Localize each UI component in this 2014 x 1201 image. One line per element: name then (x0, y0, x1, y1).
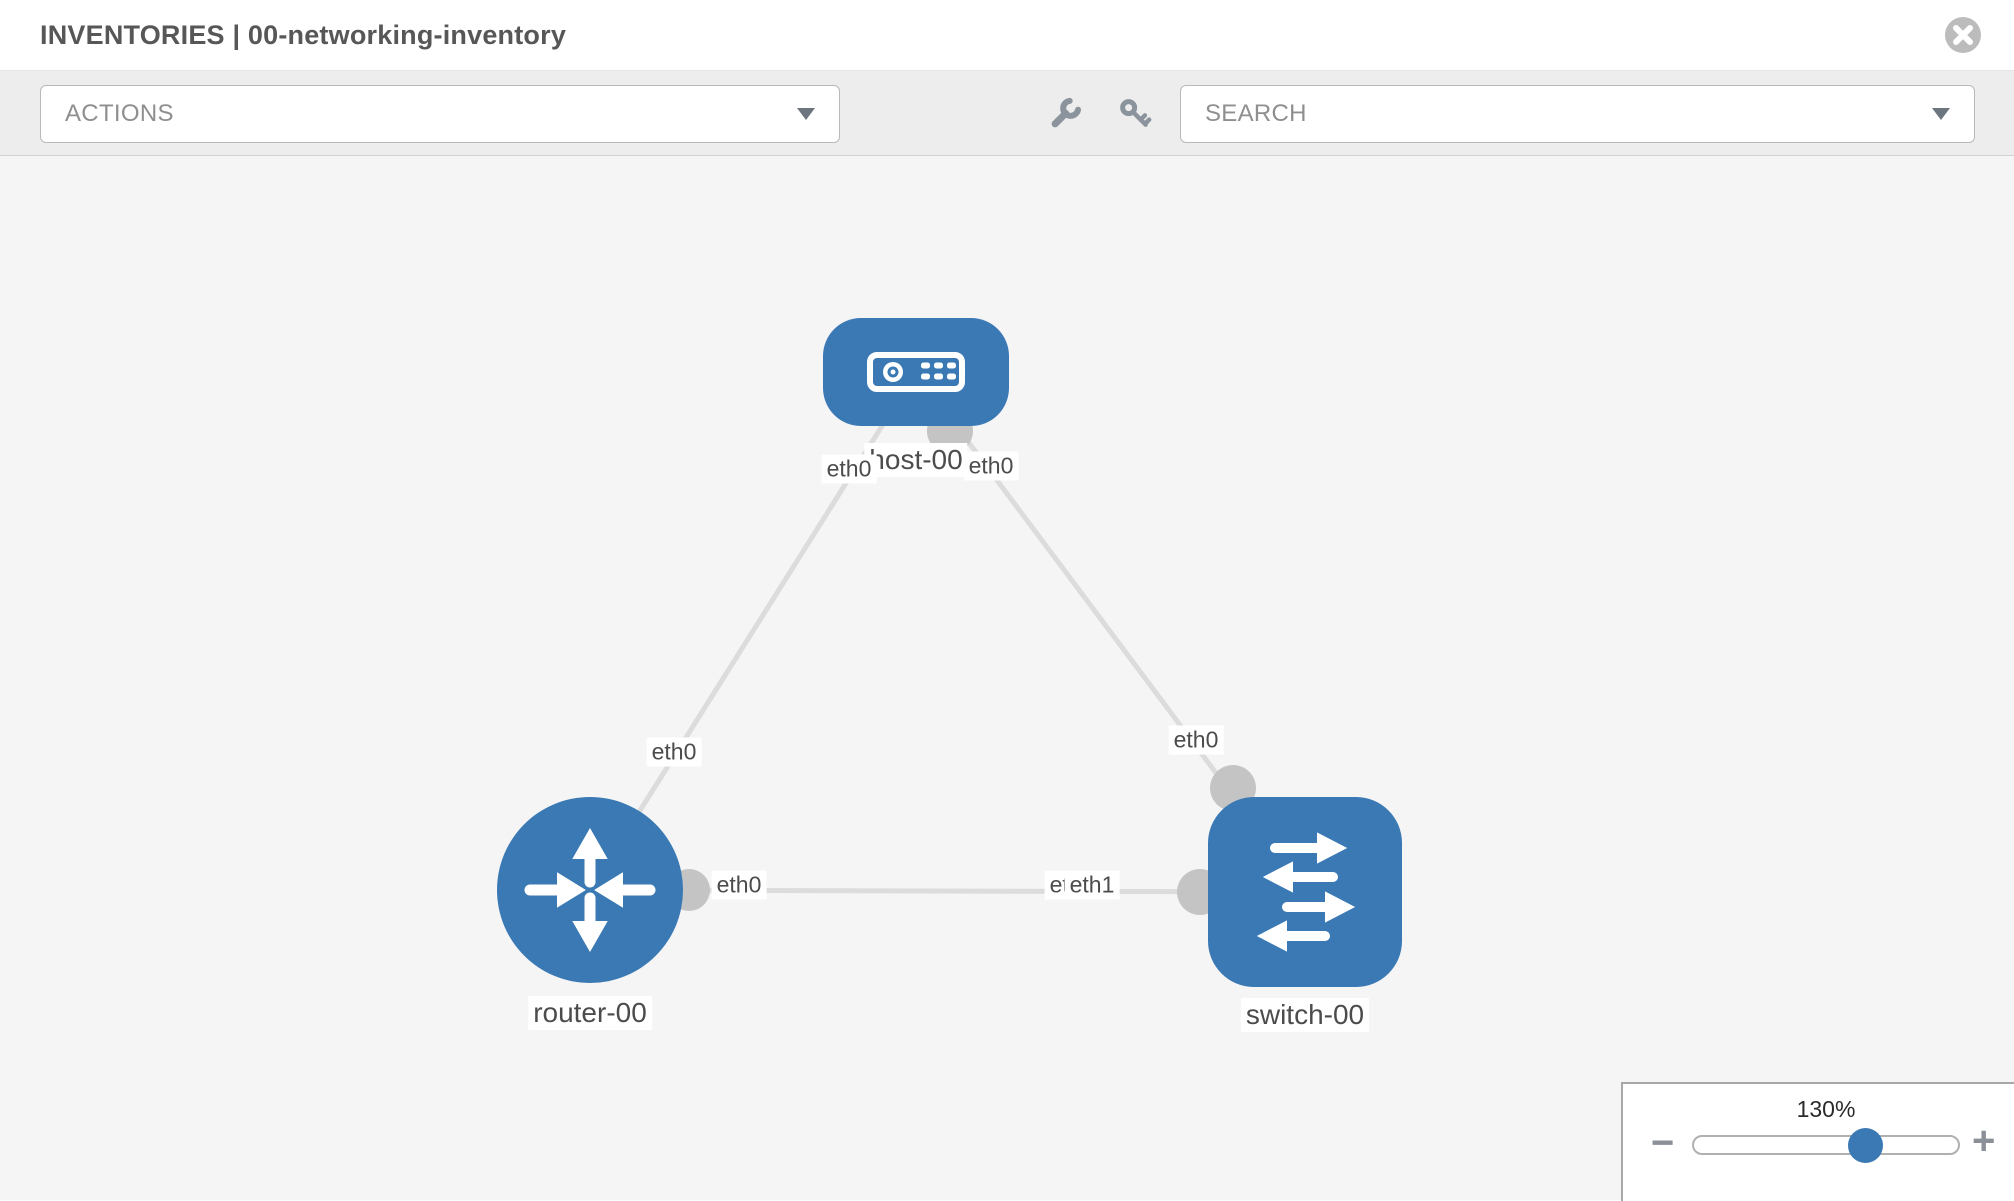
close-icon (1945, 17, 1981, 53)
wrench-icon (1051, 97, 1082, 128)
actions-dropdown[interactable]: ACTIONS (40, 85, 840, 143)
switch-arrows-icon (1256, 832, 1356, 952)
chevron-down-icon (797, 108, 815, 120)
node-router-00[interactable] (497, 797, 683, 983)
minus-icon: − (1651, 1121, 1675, 1165)
interface-label-switch-to-router: eth1 (1064, 870, 1120, 900)
search-input-placeholder: SEARCH (1205, 100, 1307, 127)
node-switch-00[interactable] (1208, 797, 1402, 987)
zoom-slider-thumb[interactable] (1848, 1128, 1883, 1163)
node-host-00[interactable] (823, 318, 1009, 426)
toolbar: ACTIONS SEARCH (0, 71, 2014, 156)
zoom-slider-track[interactable] (1692, 1135, 1960, 1155)
actions-dropdown-label: ACTIONS (65, 100, 174, 127)
interface-label-router-to-host: eth0 (646, 737, 702, 767)
interface-label-host-to-router: eth0 (821, 454, 877, 484)
search-dropdown[interactable]: SEARCH (1180, 85, 1975, 143)
configure-button[interactable] (1043, 92, 1087, 136)
node-label-router[interactable]: router-00 (528, 996, 652, 1030)
zoom-level-value: 130% (1796, 1096, 1856, 1122)
router-arrows-icon (524, 827, 656, 953)
zoom-in-button[interactable]: + (1972, 1121, 1995, 1161)
interface-connectors (668, 408, 1256, 915)
node-label-host[interactable]: host-00 (864, 443, 968, 477)
interface-label-router-to-switch: eth0 (711, 870, 767, 900)
zoom-panel: 130% − + (1621, 1082, 2014, 1201)
credentials-button[interactable] (1113, 92, 1157, 136)
key-icon (1120, 99, 1152, 127)
zoom-out-button[interactable]: − (1651, 1123, 1674, 1163)
close-button[interactable] (1944, 16, 1982, 54)
topology-graph (497, 318, 1402, 987)
plus-icon: + (1972, 1119, 1996, 1163)
server-icon (867, 352, 965, 392)
interface-label-switch-to-host: eth0 (1168, 725, 1224, 755)
page-header: INVENTORIES | 00-networking-inventory (0, 0, 2014, 71)
page-title: INVENTORIES | 00-networking-inventory (40, 20, 567, 50)
chevron-down-icon (1932, 108, 1950, 120)
topology-canvas[interactable]: host-00 router-00 switch-00 eth0 eth0 et… (0, 156, 2014, 1200)
node-label-switch[interactable]: switch-00 (1240, 998, 1370, 1032)
interface-label-host-to-switch: eth0 (963, 451, 1019, 481)
